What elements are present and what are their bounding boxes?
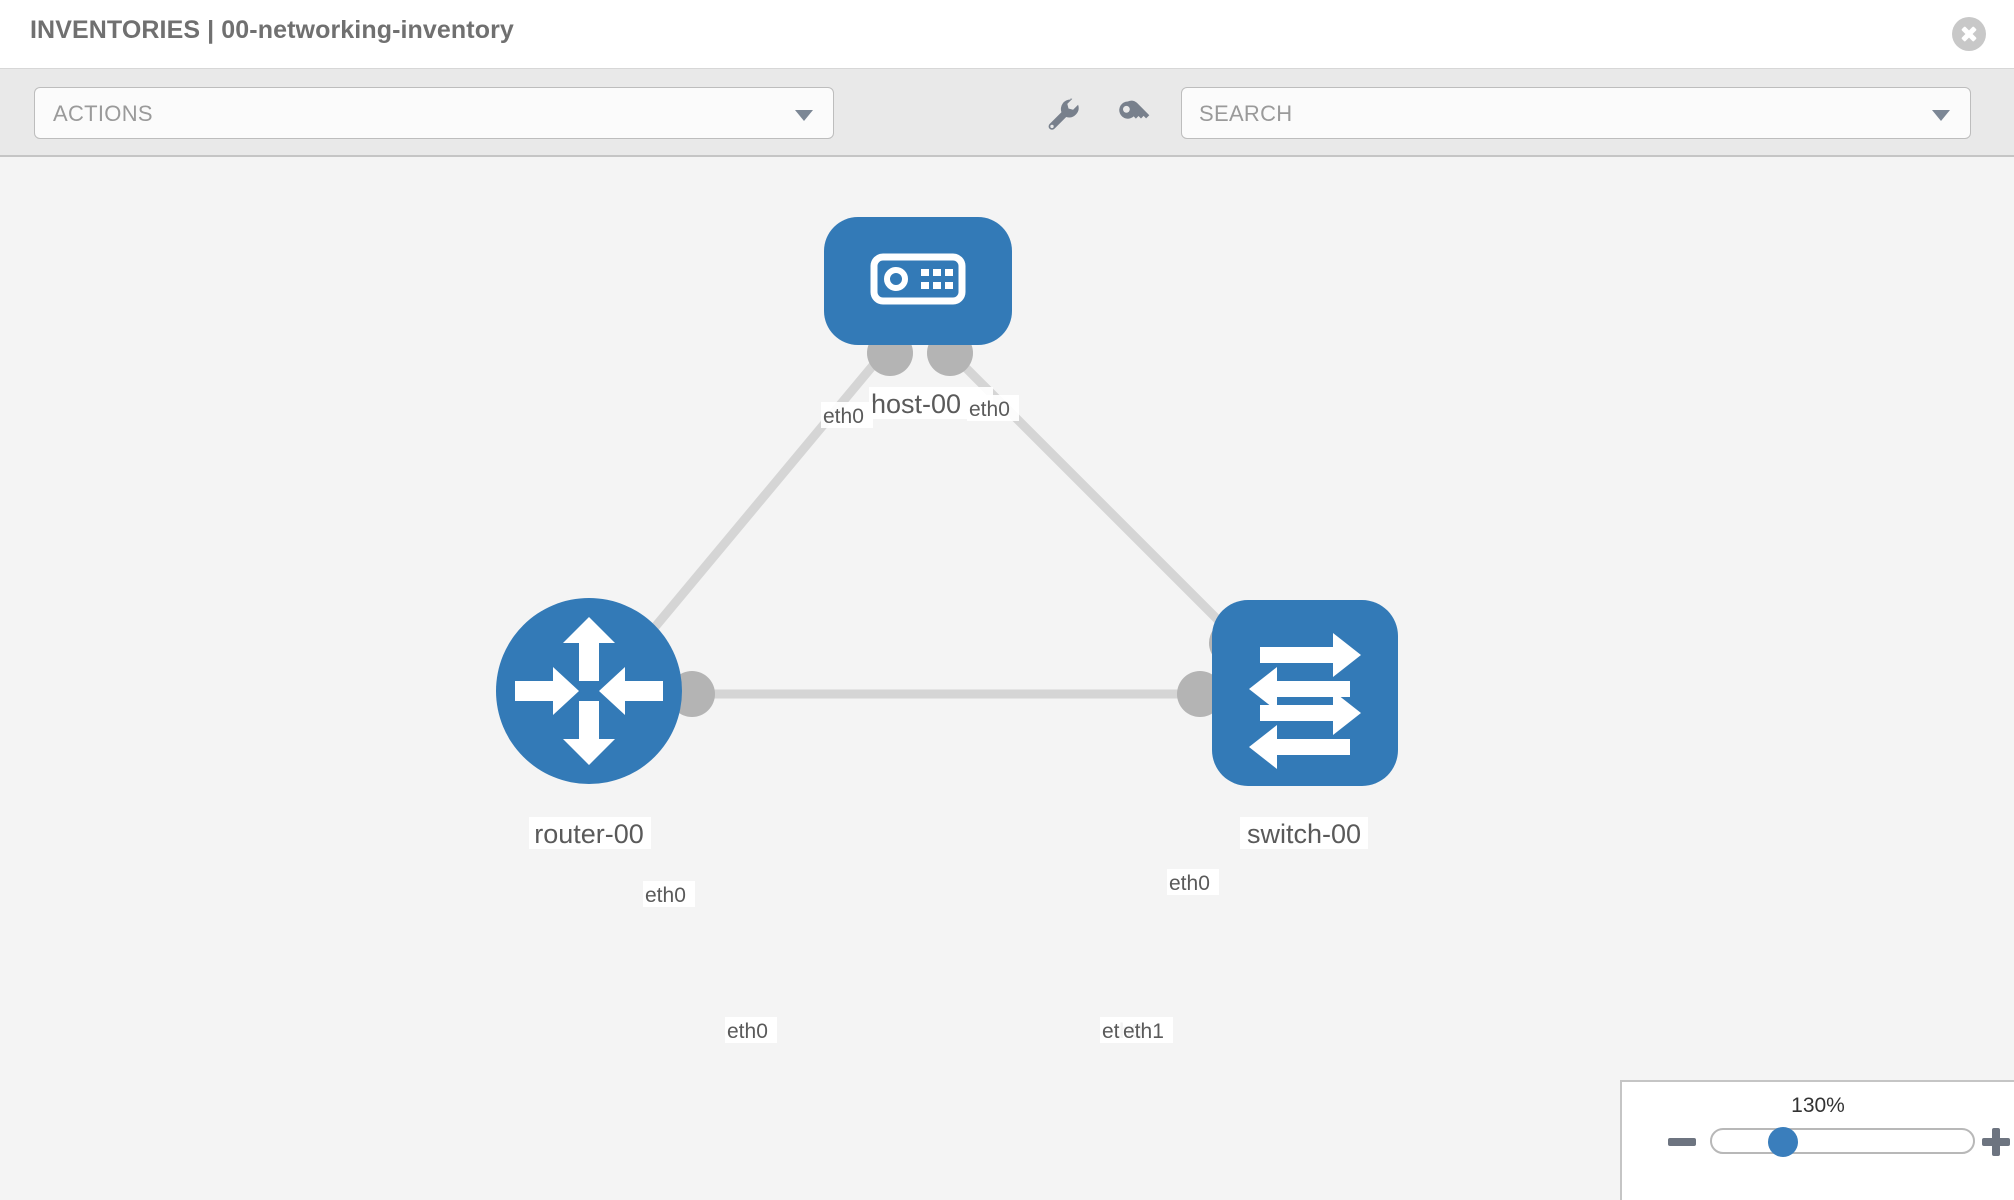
- router-icon: [515, 617, 663, 765]
- topology-canvas[interactable]: host-00 router-00: [0, 157, 2014, 1200]
- node-label-switch-00: switch-00: [1247, 819, 1361, 849]
- zoom-slider-thumb[interactable]: [1768, 1127, 1798, 1157]
- wrench-icon[interactable]: [1043, 94, 1083, 134]
- page-title: INVENTORIES | 00-networking-inventory: [30, 16, 514, 44]
- iface-label-switch-left-b: eth1: [1123, 1020, 1164, 1043]
- iface-label-router-up: eth0: [645, 884, 686, 907]
- switch-icon: [1249, 633, 1361, 769]
- iface-label-host-left: eth0: [823, 405, 864, 428]
- port-switch-left[interactable]: [1177, 671, 1223, 717]
- zoom-out-button[interactable]: [1668, 1138, 1696, 1146]
- search-chevron-down-icon[interactable]: [1932, 110, 1950, 121]
- iface-label-host-right: eth0: [969, 398, 1010, 421]
- iface-label-router-right: eth0: [727, 1020, 768, 1043]
- node-label-router-00: router-00: [534, 819, 644, 849]
- page-header: INVENTORIES | 00-networking-inventory: [0, 0, 2014, 69]
- zoom-in-button[interactable]: [1982, 1128, 2010, 1156]
- actions-dropdown-label: ACTIONS: [53, 101, 153, 126]
- server-icon: [870, 253, 966, 305]
- search-input[interactable]: SEARCH: [1181, 87, 1971, 139]
- zoom-level-label: 130%: [1791, 1094, 1845, 1117]
- topology-graph[interactable]: host-00 router-00: [0, 157, 2014, 1200]
- zoom-slider-track[interactable]: [1710, 1128, 1975, 1154]
- interface-labels: eth0 eth0 eth0 eth0 eth0 eth0 eth1: [643, 395, 1219, 1043]
- chevron-down-icon: [795, 110, 813, 121]
- close-icon[interactable]: [1952, 17, 1986, 51]
- node-switch-00[interactable]: switch-00: [1212, 600, 1398, 849]
- node-label-host-00: host-00: [871, 389, 961, 419]
- actions-dropdown[interactable]: ACTIONS: [34, 87, 834, 139]
- toolbar: ACTIONS SEARCH: [0, 69, 2014, 157]
- key-icon[interactable]: [1113, 94, 1153, 134]
- zoom-control-panel: 130%: [1620, 1080, 2014, 1200]
- node-router-00[interactable]: router-00: [496, 598, 682, 849]
- iface-label-switch-up: eth0: [1169, 872, 1210, 895]
- search-placeholder: SEARCH: [1199, 101, 1293, 126]
